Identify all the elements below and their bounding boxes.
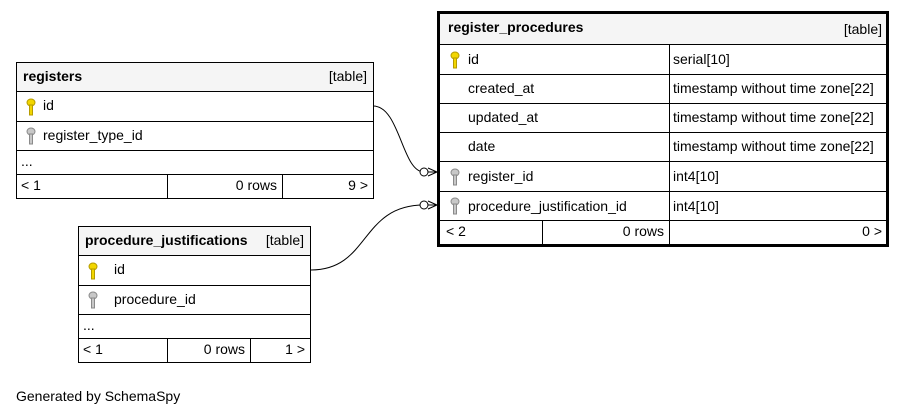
table-header: register_procedures [table] bbox=[440, 14, 886, 45]
generated-by-label: Generated by SchemaSpy bbox=[16, 388, 181, 404]
footer-divider bbox=[282, 175, 283, 198]
column-type: timestamp without time zone[22] bbox=[673, 80, 874, 96]
footer-divider bbox=[167, 339, 168, 362]
table-name: procedure_justifications bbox=[85, 232, 248, 248]
column-name: procedure_justification_id bbox=[468, 198, 627, 214]
footer-divider bbox=[250, 339, 251, 362]
more-columns-row: ... bbox=[17, 151, 373, 175]
table-footer: < 1 0 rows 9 > bbox=[17, 175, 373, 198]
column-row-date[interactable]: date timestamp without time zone[22] bbox=[440, 133, 886, 162]
column-row-register-type-id[interactable]: register_type_id bbox=[17, 122, 373, 151]
more-columns-ellipsis: ... bbox=[83, 317, 95, 333]
register-fk-circle bbox=[419, 167, 429, 177]
justification-fk-circle bbox=[419, 200, 429, 210]
column-row-id[interactable]: id bbox=[17, 92, 373, 122]
footer-row-count: 0 rows bbox=[203, 341, 245, 357]
column-name: id bbox=[43, 97, 54, 113]
footer-divider bbox=[669, 221, 670, 244]
primary-key-icon bbox=[450, 51, 460, 69]
column-name: updated_at bbox=[468, 109, 539, 125]
table-footer: < 2 0 rows 0 > bbox=[440, 221, 886, 244]
table-type-label: [table] bbox=[843, 21, 882, 37]
registers-to-register-procedures-line bbox=[372, 105, 437, 173]
footer-parents-count: < 2 bbox=[446, 223, 466, 239]
justifications-to-register-procedures-line bbox=[310, 204, 437, 271]
table-name: register_procedures bbox=[448, 19, 584, 35]
registers-table[interactable]: registers [table] id register_type_id ..… bbox=[16, 62, 374, 199]
register-procedures-table[interactable]: register_procedures [table] id serial[10… bbox=[437, 11, 889, 247]
column-name: created_at bbox=[468, 80, 535, 96]
footer-divider bbox=[542, 221, 543, 244]
column-type: timestamp without time zone[22] bbox=[673, 109, 874, 125]
column-type: timestamp without time zone[22] bbox=[673, 138, 874, 154]
more-columns-row: ... bbox=[79, 315, 310, 339]
table-header: registers [table] bbox=[17, 63, 373, 92]
primary-key-icon bbox=[26, 98, 36, 116]
foreign-key-icon bbox=[88, 291, 98, 309]
column-name: date bbox=[468, 138, 496, 154]
footer-children-count: 0 > bbox=[862, 223, 882, 239]
column-type: int4[10] bbox=[673, 198, 719, 214]
footer-children-count: 9 > bbox=[348, 177, 368, 193]
table-type-label: [table] bbox=[265, 232, 304, 248]
table-name: registers bbox=[23, 68, 83, 84]
column-row-id[interactable]: id serial[10] bbox=[440, 45, 886, 75]
footer-row-count: 0 rows bbox=[235, 177, 277, 193]
column-row-procedure-id[interactable]: procedure_id bbox=[79, 286, 310, 315]
footer-children-count: 1 > bbox=[285, 341, 305, 357]
foreign-key-icon bbox=[26, 127, 36, 145]
column-name: register_id bbox=[468, 168, 534, 184]
footer-divider bbox=[167, 175, 168, 198]
column-type: int4[10] bbox=[673, 168, 719, 184]
table-type-label: [table] bbox=[328, 68, 367, 84]
footer-parents-count: < 1 bbox=[21, 177, 41, 193]
column-name: register_type_id bbox=[43, 127, 143, 143]
column-row-procedure-justification-id[interactable]: procedure_justification_id int4[10] bbox=[440, 192, 886, 221]
column-name: procedure_id bbox=[114, 291, 196, 307]
column-name: id bbox=[114, 261, 125, 277]
column-row-register-id[interactable]: register_id int4[10] bbox=[440, 162, 886, 192]
primary-key-icon bbox=[88, 262, 98, 280]
column-row-created-at[interactable]: created_at timestamp without time zone[2… bbox=[440, 75, 886, 104]
footer-parents-count: < 1 bbox=[83, 341, 103, 357]
footer-row-count: 0 rows bbox=[622, 223, 664, 239]
column-row-updated-at[interactable]: updated_at timestamp without time zone[2… bbox=[440, 104, 886, 133]
table-header: procedure_justifications [table] bbox=[79, 227, 310, 256]
column-row-id[interactable]: id bbox=[79, 256, 310, 286]
column-type: serial[10] bbox=[673, 51, 730, 67]
column-name: id bbox=[468, 51, 479, 67]
foreign-key-icon bbox=[450, 168, 460, 186]
table-footer: < 1 0 rows 1 > bbox=[79, 339, 310, 362]
foreign-key-icon bbox=[450, 197, 460, 215]
more-columns-ellipsis: ... bbox=[21, 153, 33, 169]
procedure-justifications-table[interactable]: procedure_justifications [table] id proc… bbox=[78, 226, 311, 363]
column-divider bbox=[669, 45, 670, 221]
